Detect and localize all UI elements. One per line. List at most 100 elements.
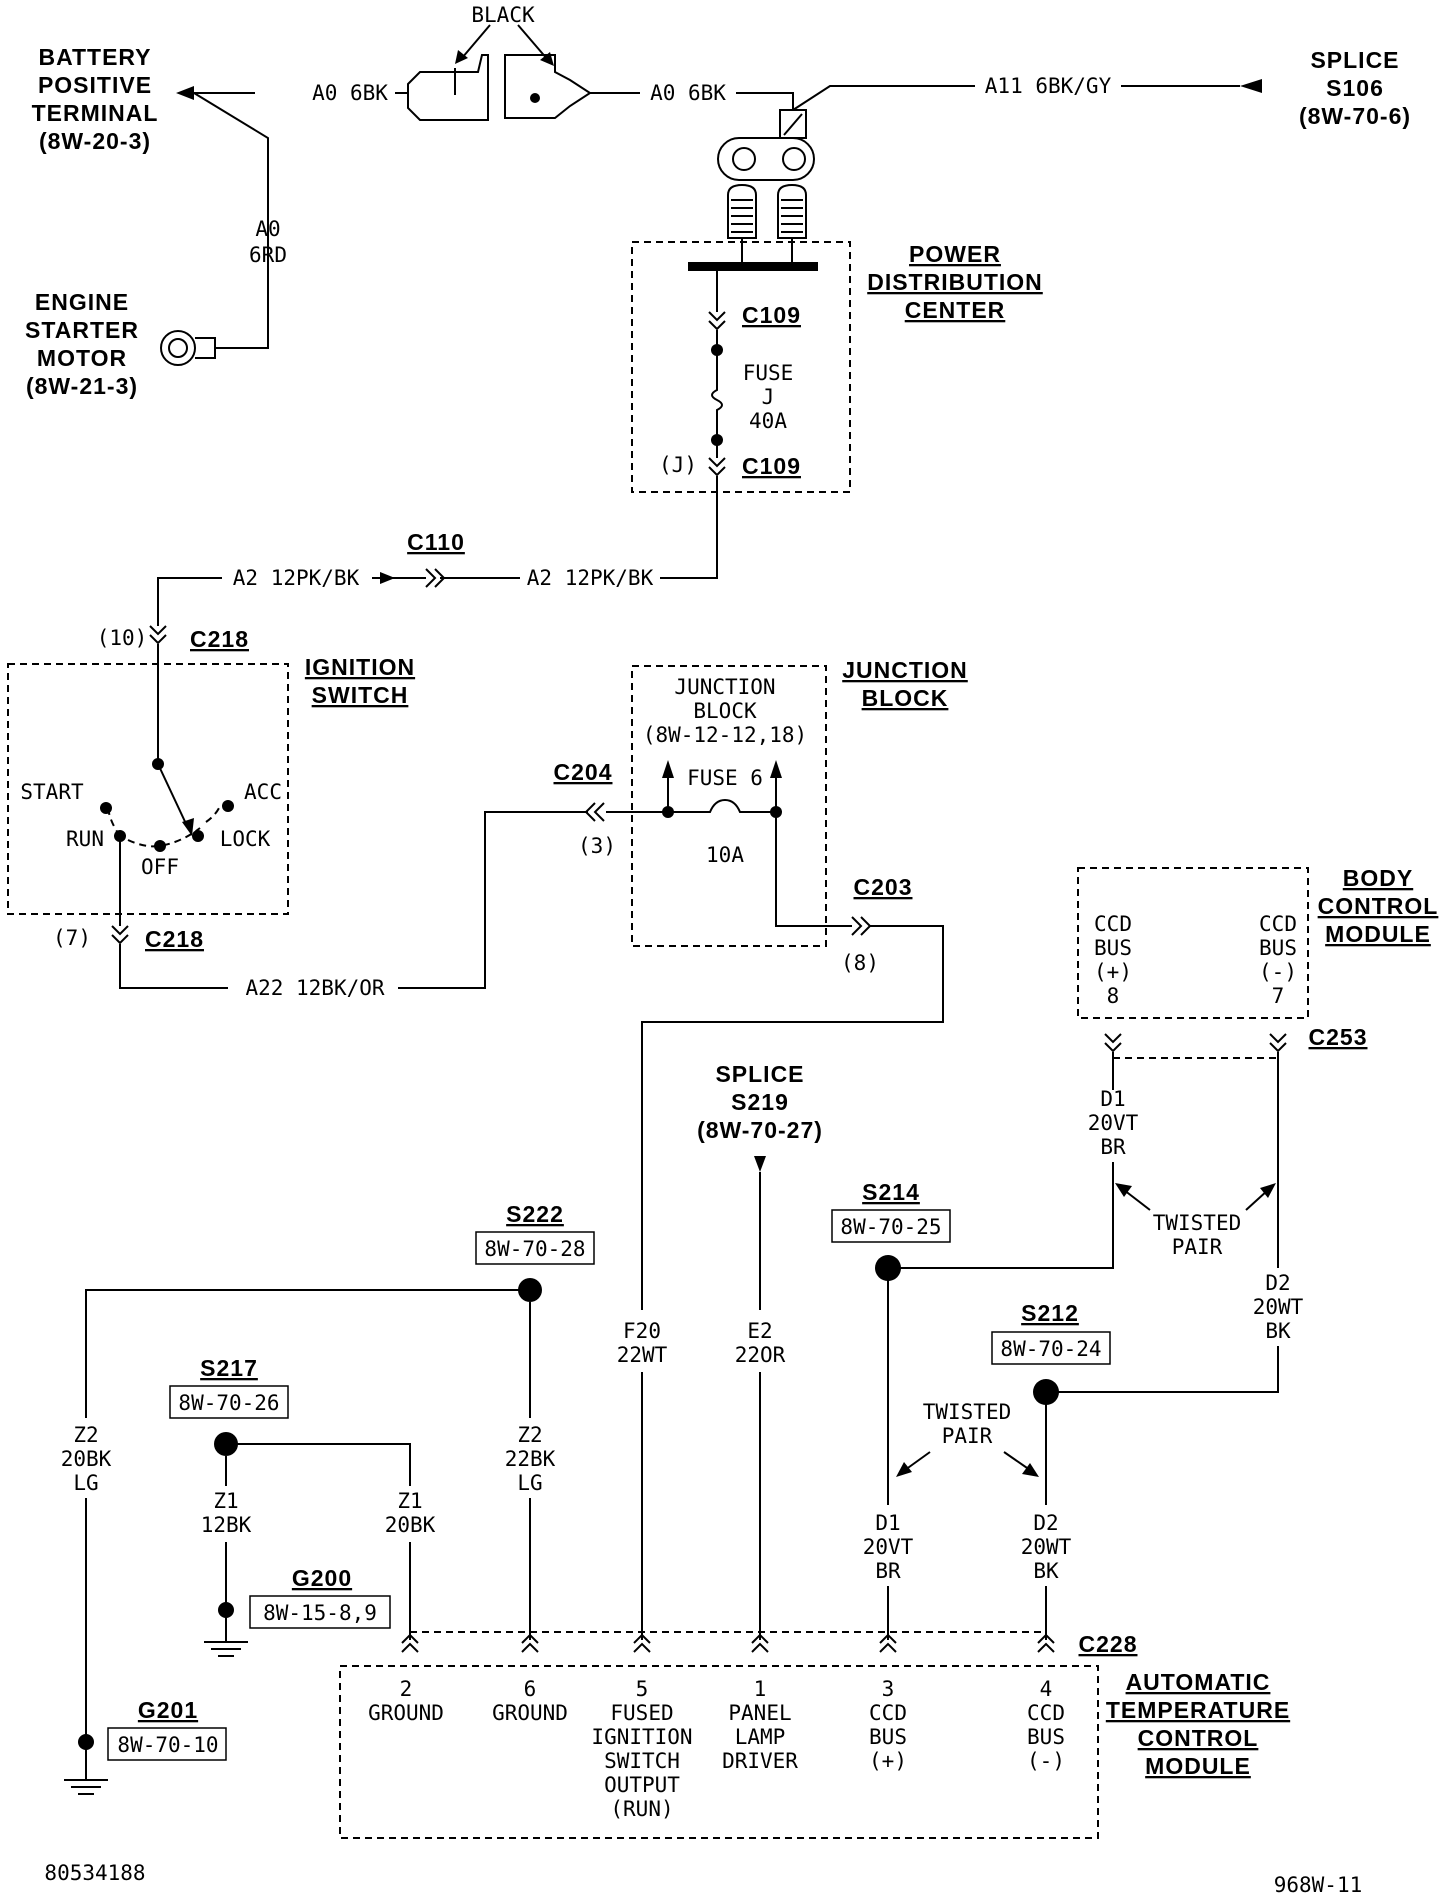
wire-z2-left — [85, 1289, 530, 1418]
wire-a0-6rd — [193, 92, 269, 349]
g200-ref: 8W-15-8,9 — [263, 1601, 377, 1625]
atc-label-4: MODULE — [1145, 1753, 1251, 1779]
wire-z1-right-label-1: Z1 — [397, 1489, 422, 1513]
wire-d2-bottom-label-1: D2 — [1033, 1511, 1058, 1535]
atc-pin-2-number: 2 — [400, 1677, 413, 1701]
atc-pin-1: 1 PANEL LAMP DRIVER — [722, 1677, 798, 1773]
s214-ref: 8W-70-25 — [840, 1215, 941, 1239]
c203-label: C203 — [854, 874, 913, 900]
bcm-pin-pos-4: 8 — [1107, 984, 1120, 1008]
atc-pin-3-desc-3: (+) — [869, 1749, 907, 1773]
splice-s106-label-1: SPLICE — [1310, 47, 1399, 73]
atc-pin-5-desc-3: SWITCH — [604, 1749, 680, 1773]
s222-label: S222 — [506, 1201, 564, 1227]
wire-d1-top-label-3: BR — [1100, 1135, 1126, 1159]
c218-bottom-label: C218 — [145, 926, 204, 952]
splice-s219-label-1: SPLICE — [715, 1061, 804, 1087]
c228-label: C228 — [1079, 1631, 1138, 1657]
wire-d1-top-label-1: D1 — [1100, 1087, 1125, 1111]
wire-z1-right-label-2: 20BK — [385, 1513, 436, 1537]
footer-right: 968W-11 — [1274, 1873, 1363, 1897]
body-control-module: CCD BUS (+) 8 CCD BUS (-) 7 — [1077, 867, 1309, 1019]
wire-a0-6rd-label-2: 6RD — [249, 243, 287, 267]
atc-pin-6-desc: GROUND — [492, 1701, 568, 1725]
starter-label-4: (8W-21-3) — [26, 373, 138, 399]
wire-z2-right-label-2: 22BK — [505, 1447, 556, 1471]
bcm-label-2: CONTROL — [1318, 893, 1439, 919]
atc-pin-4: 4 CCD BUS (-) — [1027, 1677, 1065, 1773]
wire-z1-left-label-1: Z1 — [213, 1489, 238, 1513]
atc-pin-5-desc-5: (RUN) — [610, 1797, 673, 1821]
pdc-label-3: CENTER — [905, 297, 1006, 323]
power-distribution-center: C109 FUSE J 40A (J) C109 — [631, 241, 851, 493]
battery-label-2: POSITIVE — [38, 72, 152, 98]
twisted-pair-bottom-2: PAIR — [942, 1424, 993, 1448]
c204-label: C204 — [554, 759, 613, 785]
switch-pos-acc: ACC — [244, 780, 282, 804]
bcm-label-1: BODY — [1343, 865, 1413, 891]
s217-ref-box — [169, 1385, 289, 1419]
s217-ref: 8W-70-26 — [178, 1391, 279, 1415]
atc-pin-5-desc-1: FUSED — [610, 1701, 673, 1725]
bcm-pin-pos-2: BUS — [1094, 936, 1132, 960]
ignition-switch-label-1: IGNITION — [305, 654, 415, 680]
atc-pin-4-desc-3: (-) — [1027, 1749, 1065, 1773]
atc-pin-3-desc-2: BUS — [869, 1725, 907, 1749]
s217-label: S217 — [200, 1355, 258, 1381]
twisted-pair-bottom-1: TWISTED — [923, 1400, 1012, 1424]
junction-block-label-1: JUNCTION — [842, 657, 968, 683]
g201-label: G201 — [138, 1697, 198, 1723]
black-connector: BLACK — [407, 3, 592, 121]
atc-pin-4-desc-1: CCD — [1027, 1701, 1065, 1725]
twisted-pair-top: TWISTED PAIR — [1115, 1183, 1276, 1259]
twisted-pair-bottom: TWISTED PAIR — [896, 1400, 1039, 1477]
junction-block: JUNCTION BLOCK (8W-12-12,18) FUSE 6 10A — [606, 665, 852, 947]
atc-pin-5-desc-4: OUTPUT — [604, 1773, 680, 1797]
junction-block-inner-1: JUNCTION — [674, 675, 775, 699]
wire-z2-right-label-3: LG — [517, 1471, 542, 1495]
bcm-pin-neg-1: CCD — [1259, 912, 1297, 936]
atc-pin-3: 3 CCD BUS (+) — [869, 1677, 907, 1773]
wire-d1-bottom-label-2: 20VT — [863, 1535, 914, 1559]
wire-a2-right-label: A2 12PK/BK — [527, 566, 654, 590]
c109-top-label: C109 — [742, 302, 801, 328]
battery-label-4: (8W-20-3) — [39, 128, 151, 154]
s212-ref: 8W-70-24 — [1000, 1337, 1101, 1361]
c110-label: C110 — [407, 529, 465, 555]
bcm-pin-pos-3: (+) — [1094, 960, 1132, 984]
atc-pin-2-desc: GROUND — [368, 1701, 444, 1725]
wire-z2-left-label-1: Z2 — [73, 1423, 98, 1447]
fuse-j-label-2: J — [762, 385, 775, 409]
s212-ref-box — [991, 1331, 1111, 1365]
wire-f20-label-2: 22WT — [617, 1343, 668, 1367]
c253-label: C253 — [1309, 1024, 1368, 1050]
s212-label: S212 — [1021, 1300, 1079, 1326]
wire-z1-right — [226, 1443, 411, 1486]
bcm-label-3: MODULE — [1325, 921, 1431, 947]
wire-a22 — [119, 944, 228, 989]
wire-z2-left-label-2: 20BK — [61, 1447, 112, 1471]
atc-pin-1-desc-2: LAMP — [735, 1725, 786, 1749]
splice-s106-label-2: S106 — [1326, 75, 1384, 101]
wire-a0-right-label: A0 6BK — [650, 81, 726, 105]
fuse-6-rating: 10A — [706, 843, 744, 867]
wire-d1-top-label-2: 20VT — [1088, 1111, 1139, 1135]
g200-label: G200 — [292, 1565, 352, 1591]
atc-pin-1-number: 1 — [754, 1677, 767, 1701]
wire-a0-left-label: A0 6BK — [312, 81, 388, 105]
splice-s106-label-3: (8W-70-6) — [1299, 103, 1411, 129]
wire-f20-label-1: F20 — [623, 1319, 661, 1343]
battery-terminal-arrow — [176, 86, 194, 100]
battery-section: BATTERY POSITIVE TERMINAL (8W-20-3) A0 6… — [25, 44, 408, 399]
twisted-pair-top-1: TWISTED — [1153, 1211, 1242, 1235]
starter-label-2: STARTER — [25, 317, 139, 343]
wire-e2-label-1: E2 — [747, 1319, 772, 1343]
battery-label-1: BATTERY — [38, 44, 151, 70]
wire-z2-right-label-1: Z2 — [517, 1423, 542, 1447]
s222-ref-box — [475, 1231, 595, 1265]
atc-module: 2 GROUND 6 GROUND 5 FUSED IGNITION SWITC… — [339, 1665, 1099, 1839]
c218-pin-bottom: (7) — [53, 926, 91, 950]
atc-pin-6: 6 GROUND — [492, 1677, 568, 1725]
wire-d2-bottom-label-3: BK — [1033, 1559, 1059, 1583]
wire-d2-top-label-2: 20WT — [1253, 1295, 1304, 1319]
